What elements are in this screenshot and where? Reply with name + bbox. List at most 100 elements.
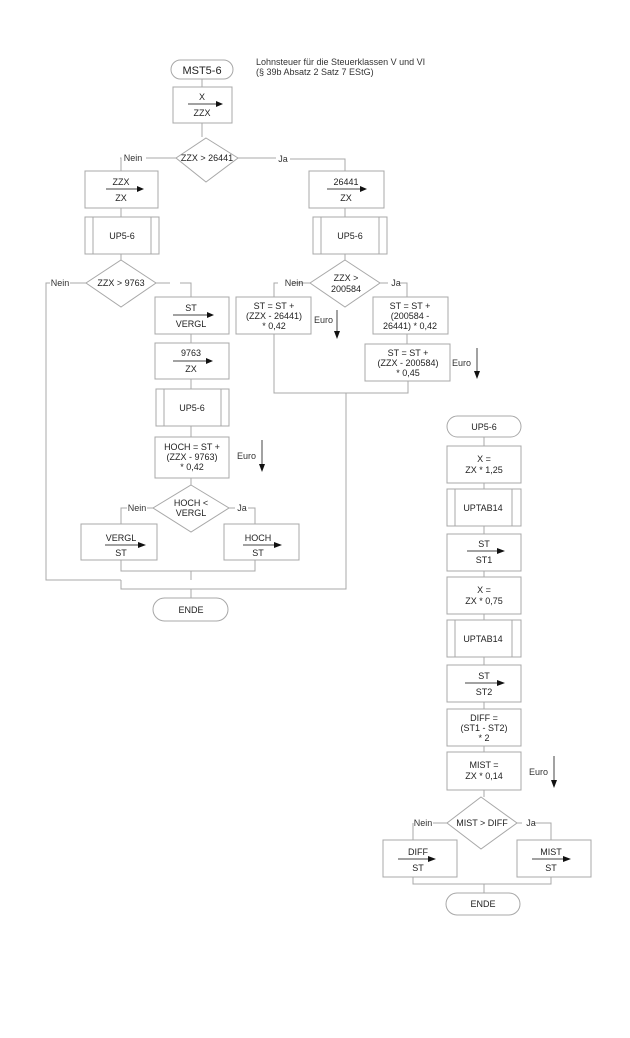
main-connectors <box>45 79 409 598</box>
assign-zzx-zx: ZZX ZX <box>84 170 159 209</box>
assign-arrow-icon <box>216 101 223 107</box>
decision-hoch-lt-vergl: HOCH < VERGL Nein Ja <box>128 484 247 533</box>
svg-text:ENDE: ENDE <box>178 605 203 615</box>
svg-text:UP5-6: UP5-6 <box>337 231 363 241</box>
assign-9763-zx: 9763 ZX <box>154 342 230 380</box>
svg-text:ST: ST <box>545 863 557 873</box>
assign-st-st2: ST ST2 <box>446 664 522 703</box>
svg-text:200584: 200584 <box>331 284 361 294</box>
calc-st-yes-branch-1: ST = ST + (200584 - 26441) * 0,42 <box>372 296 449 335</box>
svg-text:HOCH = ST +: HOCH = ST + <box>164 442 220 452</box>
decision2-no-label: Nein <box>51 278 70 288</box>
svg-text:ZZX: ZZX <box>194 108 211 118</box>
decision3-yes-label: Ja <box>237 503 247 513</box>
assign-arrow-icon <box>563 856 571 862</box>
decision5-yes-label: Ja <box>526 818 536 828</box>
svg-text:(ZZX - 26441): (ZZX - 26441) <box>246 311 302 321</box>
svg-text:ST = ST +: ST = ST + <box>254 301 295 311</box>
calc-mist: MIST = ZX * 0,14 <box>446 751 522 791</box>
calc-diff: DIFF = (ST1 - ST2) * 2 <box>446 708 522 747</box>
svg-text:Euro: Euro <box>529 767 548 777</box>
calc-x-125: X = ZX * 1,25 <box>446 445 522 484</box>
main-description-line2: (§ 39b Absatz 2 Satz 7 EStG) <box>256 67 374 77</box>
svg-text:UP5-6: UP5-6 <box>179 403 205 413</box>
svg-text:ZX: ZX <box>185 364 197 374</box>
assign-26441-zx: 26441 ZX <box>308 170 385 209</box>
svg-text:MIST =: MIST = <box>469 760 498 770</box>
svg-text:ZX: ZX <box>115 193 127 203</box>
call-uptab14-1: UPTAB14 <box>446 488 522 527</box>
main-start-terminal: MST5-6 <box>170 59 234 80</box>
calc-st-no-branch: ST = ST + (ZZX - 26441) * 0,42 <box>235 296 312 335</box>
svg-text:* 0,45: * 0,45 <box>396 368 420 378</box>
calc-hoch: HOCH = ST + (ZZX - 9763) * 0,42 <box>154 436 230 479</box>
svg-text:9763: 9763 <box>181 348 201 358</box>
svg-text:UPTAB14: UPTAB14 <box>463 503 502 513</box>
svg-text:* 2: * 2 <box>478 733 489 743</box>
svg-text:(200584 -: (200584 - <box>391 311 430 321</box>
assign-arrow-icon <box>274 542 282 548</box>
assign-st-vergl: ST VERGL <box>154 296 230 335</box>
svg-text:MIST: MIST <box>540 847 562 857</box>
svg-text:ZX * 0,14: ZX * 0,14 <box>465 771 503 781</box>
svg-text:HOCH: HOCH <box>245 533 272 543</box>
svg-text:VERGL: VERGL <box>106 533 137 543</box>
decision4-yes-label: Ja <box>391 278 401 288</box>
svg-text:ZX * 0,75: ZX * 0,75 <box>465 596 503 606</box>
yes-branch-unit-annotation: Euro <box>452 348 480 379</box>
svg-text:Euro: Euro <box>237 451 256 461</box>
svg-text:ST2: ST2 <box>476 687 493 697</box>
main-start-label: MST5-6 <box>182 65 221 77</box>
svg-text:ZZX: ZZX <box>113 177 130 187</box>
assign-arrow-icon <box>497 548 505 554</box>
decision4-no-label: Nein <box>285 278 304 288</box>
sub-start-terminal: UP5-6 <box>446 415 522 438</box>
no-branch-unit-annotation: Euro <box>314 310 340 339</box>
call-uptab14-2: UPTAB14 <box>446 619 522 658</box>
svg-text:UP5-6: UP5-6 <box>471 422 497 432</box>
main-end-terminal: ENDE <box>152 597 229 622</box>
assign-arrow-icon <box>206 358 213 364</box>
mist-unit-annotation: Euro <box>529 756 557 788</box>
assign-arrow-icon <box>137 186 144 192</box>
svg-text:Euro: Euro <box>314 315 333 325</box>
svg-text:ZX: ZX <box>340 193 352 203</box>
svg-text:(ST1 - ST2): (ST1 - ST2) <box>460 723 507 733</box>
down-arrow-icon <box>474 371 480 379</box>
down-arrow-icon <box>334 331 340 339</box>
svg-text:X: X <box>199 92 205 102</box>
svg-text:DIFF: DIFF <box>408 847 428 857</box>
decision5-no-label: Nein <box>414 818 433 828</box>
svg-text:* 0,42: * 0,42 <box>180 462 204 472</box>
svg-text:HOCH <: HOCH < <box>174 498 208 508</box>
svg-text:ST: ST <box>478 671 490 681</box>
svg-text:ST: ST <box>478 539 490 549</box>
svg-text:UPTAB14: UPTAB14 <box>463 634 502 644</box>
decision-zzx-gt-9763: ZZX > 9763 Nein <box>51 259 157 308</box>
decision-zzx-gt-26441: ZZX > 26441 Nein Ja <box>124 137 288 183</box>
decision1-yes-label: Ja <box>278 154 288 164</box>
svg-text:(ZZX - 9763): (ZZX - 9763) <box>166 452 217 462</box>
svg-text:26441) * 0,42: 26441) * 0,42 <box>383 321 437 331</box>
decision-zzx-gt-200584: ZZX > 200584 Nein Ja <box>285 259 401 308</box>
svg-text:VERGL: VERGL <box>176 508 207 518</box>
svg-text:ST: ST <box>185 303 197 313</box>
svg-text:ENDE: ENDE <box>470 899 495 909</box>
svg-text:ST1: ST1 <box>476 555 493 565</box>
assign-x-zzx: X ZZX <box>172 86 233 124</box>
svg-text:26441: 26441 <box>333 177 358 187</box>
down-arrow-icon <box>551 780 557 788</box>
assign-arrow-icon <box>138 542 146 548</box>
assign-vergl-st: VERGL ST <box>80 523 158 561</box>
svg-text:ZZX >: ZZX > <box>334 273 359 283</box>
svg-text:DIFF =: DIFF = <box>470 713 498 723</box>
hoch-unit-annotation: Euro <box>237 440 265 472</box>
svg-text:ST: ST <box>412 863 424 873</box>
svg-text:X =: X = <box>477 454 491 464</box>
svg-text:ST = ST +: ST = ST + <box>388 348 429 358</box>
main-description-line1: Lohnsteuer für die Steuerklassen V und V… <box>256 57 425 67</box>
svg-text:UP5-6: UP5-6 <box>109 231 135 241</box>
down-arrow-icon <box>259 464 265 472</box>
decision3-no-label: Nein <box>128 503 147 513</box>
call-up5-6-left: UP5-6 <box>84 216 160 255</box>
